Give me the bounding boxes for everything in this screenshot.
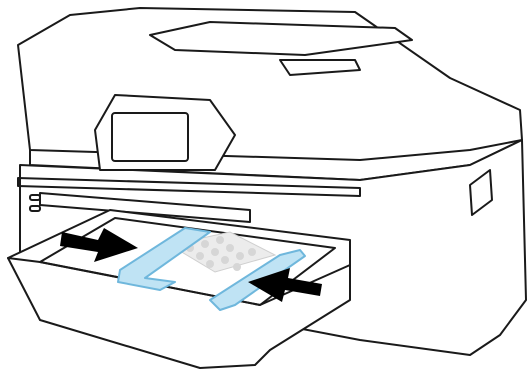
control-panel xyxy=(95,95,235,170)
